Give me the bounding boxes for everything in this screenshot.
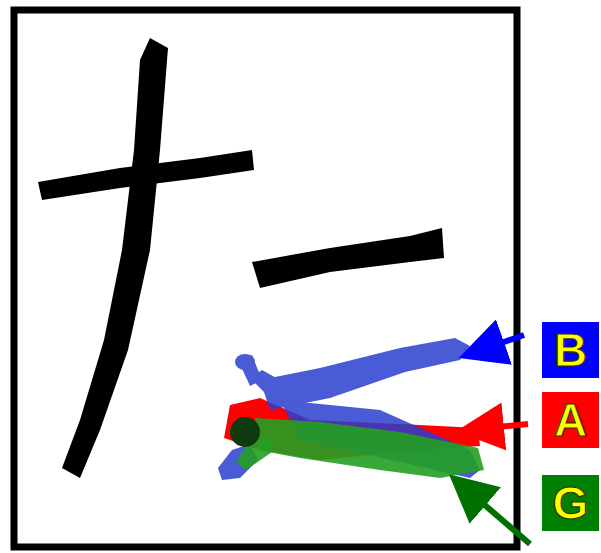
brush-stroke — [252, 228, 444, 288]
leader-arrow — [470, 335, 524, 354]
label-box-red: A — [542, 392, 599, 448]
label-letter: G — [553, 480, 589, 526]
label-letter: A — [554, 397, 587, 443]
label-box-blue: B — [542, 322, 599, 378]
brush-stroke — [62, 38, 168, 478]
label-letter: B — [554, 327, 587, 373]
leader-arrow — [458, 482, 530, 544]
leader-arrow — [468, 424, 528, 430]
figure-g — [230, 417, 484, 478]
frame — [14, 10, 517, 547]
label-box-green: G — [542, 475, 599, 531]
